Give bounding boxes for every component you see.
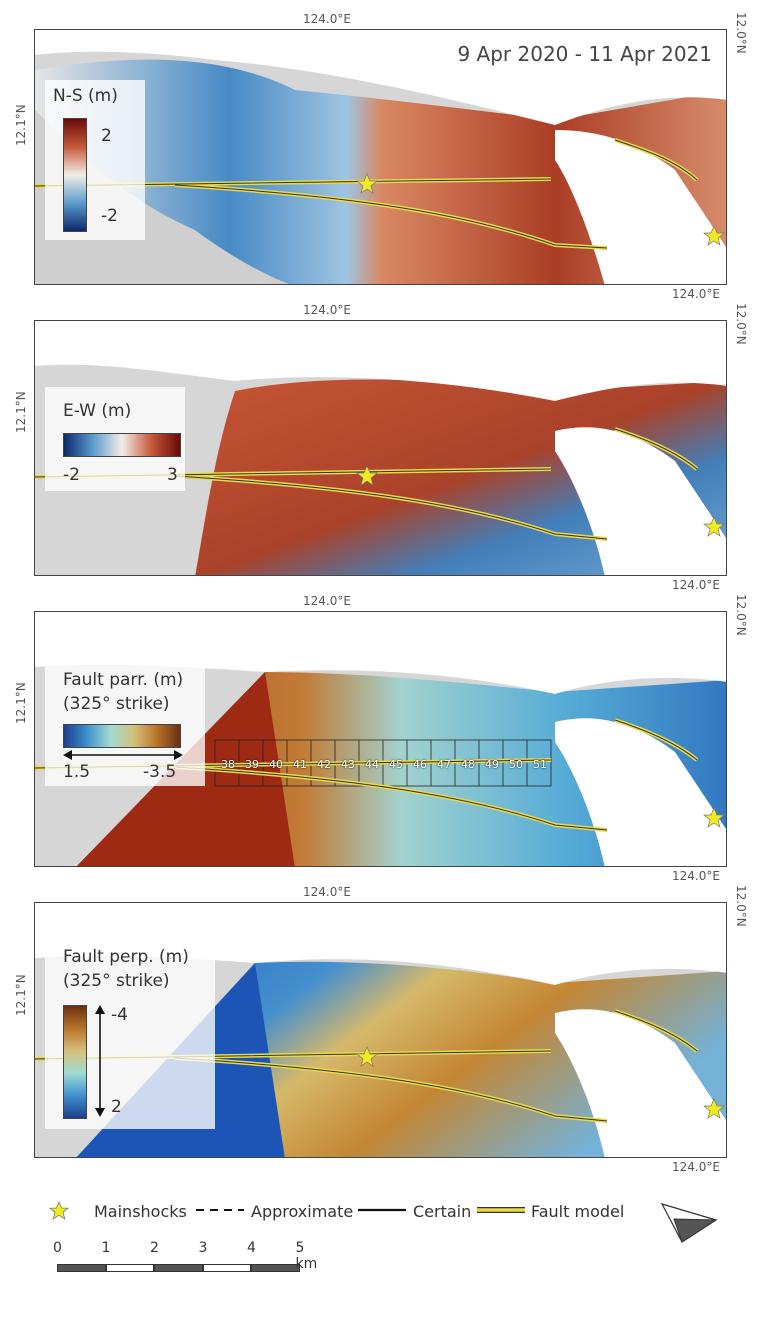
grid-cell-label: 49 bbox=[485, 758, 499, 771]
scale-tick-label: 0 bbox=[53, 1240, 62, 1256]
fault-model-line-icon bbox=[477, 1207, 525, 1213]
grid-cell-label: 43 bbox=[341, 758, 355, 771]
map-ew bbox=[35, 321, 726, 575]
panel-title-perpendicular: Fault perp. (m) bbox=[63, 947, 189, 967]
coord-top-2: 124.0°E bbox=[303, 303, 351, 317]
colorbar-min-perpendicular: 2 bbox=[111, 1097, 122, 1117]
double-arrow-icon bbox=[63, 750, 183, 760]
grid-cell-label: 38 bbox=[221, 758, 235, 771]
map-panel-ew: E-W (m) -2 3 bbox=[34, 320, 727, 576]
colorbar-ns bbox=[63, 118, 87, 232]
map-ns bbox=[35, 30, 726, 284]
approximate-line-icon bbox=[196, 1209, 244, 1211]
colorbar-max-ns: 2 bbox=[101, 126, 112, 146]
panel-subtitle-perpendicular: (325° strike) bbox=[63, 971, 170, 991]
coord-right-3: 12.0°N bbox=[734, 594, 748, 636]
scale-segment bbox=[202, 1264, 251, 1272]
coord-bot-1: 124.0°E bbox=[672, 287, 720, 301]
panel-title-parallel: Fault parr. (m) bbox=[63, 670, 184, 690]
coord-left-3: 12.1°N bbox=[14, 682, 28, 724]
grid-cell-label: 40 bbox=[269, 758, 283, 771]
certain-line-icon bbox=[358, 1208, 406, 1212]
legend-approximate: Approximate bbox=[251, 1202, 354, 1221]
grid-cell-label: 46 bbox=[413, 758, 427, 771]
date-range: 9 Apr 2020 - 11 Apr 2021 bbox=[457, 42, 712, 66]
scale-tick-label: 5 km bbox=[295, 1240, 318, 1272]
mainshock-star-icon bbox=[356, 1046, 378, 1067]
coord-bot-3: 124.0°E bbox=[672, 869, 720, 883]
grid-cell-label: 50 bbox=[509, 758, 523, 771]
scale-tick-label: 3 bbox=[198, 1240, 208, 1256]
coord-right-4: 12.0°N bbox=[734, 885, 748, 927]
coord-top-3: 124.0°E bbox=[303, 594, 351, 608]
coord-left-4: 12.1°N bbox=[14, 974, 28, 1016]
grid-cell-label: 44 bbox=[365, 758, 379, 771]
coord-bot-2: 124.0°E bbox=[672, 578, 720, 592]
scale-tick-label: 1 bbox=[101, 1240, 111, 1256]
colorbar-perpendicular bbox=[63, 1005, 87, 1119]
coord-bot-4: 124.0°E bbox=[672, 1160, 720, 1174]
panel-title-ew: E-W (m) bbox=[63, 401, 132, 421]
colorbar-min-parallel: 1.5 bbox=[63, 762, 91, 782]
mainshock-star-icon bbox=[703, 1098, 725, 1119]
grid-cell-label: 48 bbox=[461, 758, 475, 771]
grid-cell-label: 45 bbox=[389, 758, 403, 771]
colorbar-max-parallel: -3.5 bbox=[143, 762, 177, 782]
vertical-double-arrow-icon bbox=[95, 1005, 105, 1117]
mainshock-star-icon bbox=[703, 807, 725, 828]
colorbar-ew bbox=[63, 433, 181, 457]
colorbar-max-ew: 3 bbox=[167, 465, 178, 485]
coord-right-1: 12.0°N bbox=[734, 12, 748, 54]
legend-fault-model: Fault model bbox=[531, 1202, 625, 1221]
coord-top-1: 124.0°E bbox=[303, 12, 351, 26]
map-legend: Mainshocks Approximate Certain Fault mod… bbox=[0, 1198, 766, 1228]
legend-box-ns bbox=[45, 80, 145, 240]
coord-right-2: 12.0°N bbox=[734, 303, 748, 345]
colorbar-parallel bbox=[63, 724, 181, 748]
coord-top-4: 124.0°E bbox=[303, 885, 351, 899]
coord-left-1: 12.1°N bbox=[14, 104, 28, 146]
scale-segment bbox=[251, 1264, 300, 1272]
map-panel-perpendicular: Fault perp. (m) (325° strike) -4 2 bbox=[34, 902, 727, 1158]
grid-cell-label: 39 bbox=[245, 758, 259, 771]
grid-cell-label: 51 bbox=[533, 758, 547, 771]
colorbar-max-perpendicular: -4 bbox=[111, 1005, 128, 1025]
map-panel-ns: N-S (m) 2 -2 9 Apr 2020 - 11 Apr 2021 bbox=[34, 29, 727, 285]
mainshock-star-icon bbox=[49, 1201, 69, 1220]
mainshock-star-icon bbox=[703, 516, 725, 537]
coord-left-2: 12.1°N bbox=[14, 391, 28, 433]
colorbar-min-ns: -2 bbox=[101, 206, 118, 226]
north-arrow-icon bbox=[660, 1203, 718, 1243]
grid-cell-label: 47 bbox=[437, 758, 451, 771]
panel-subtitle-parallel: (325° strike) bbox=[63, 694, 170, 714]
legend-certain: Certain bbox=[413, 1202, 472, 1221]
scale-segment bbox=[105, 1264, 154, 1272]
map-parallel bbox=[35, 612, 726, 866]
mainshock-star-icon bbox=[356, 173, 378, 194]
mainshock-star-icon bbox=[703, 225, 725, 246]
legend-mainshocks: Mainshocks bbox=[94, 1202, 187, 1221]
scale-tick-label: 4 bbox=[247, 1240, 256, 1256]
scale-tick-label: 2 bbox=[150, 1240, 159, 1256]
mainshock-star-icon bbox=[356, 465, 378, 486]
scale-segment bbox=[154, 1264, 203, 1272]
grid-labels: 38 39 40 41 42 43 44 45 46 47 48 49 50 51 bbox=[215, 758, 551, 772]
panel-title-ns: N-S (m) bbox=[53, 86, 118, 106]
scale-segment bbox=[57, 1264, 106, 1272]
grid-cell-label: 41 bbox=[293, 758, 307, 771]
map-panel-parallel: 38 39 40 41 42 43 44 45 46 47 48 49 50 51 Fault parr.… bbox=[34, 611, 727, 867]
grid-cell-label: 42 bbox=[317, 758, 331, 771]
colorbar-min-ew: -2 bbox=[63, 465, 80, 485]
